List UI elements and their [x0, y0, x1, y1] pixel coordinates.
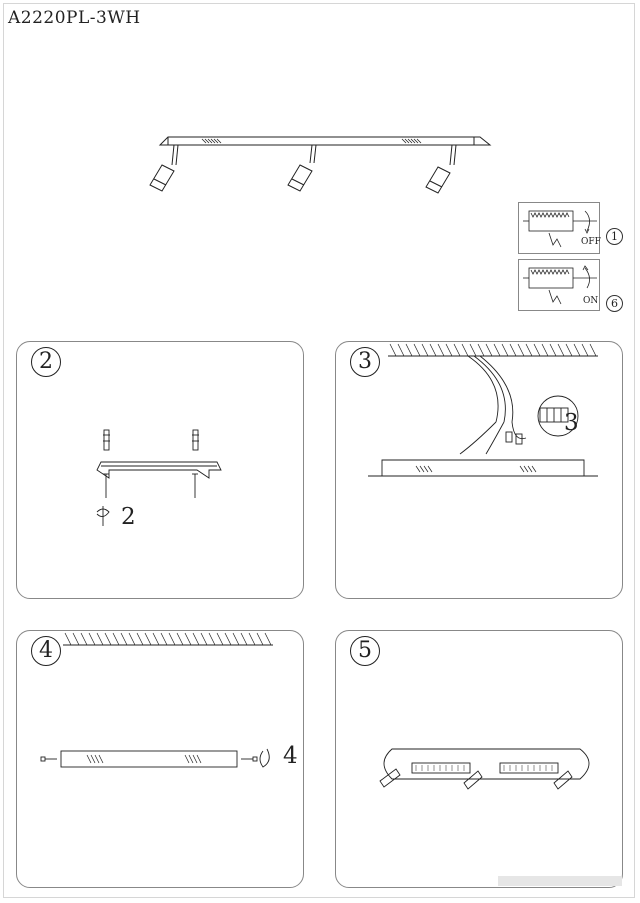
step-number: 2 — [31, 347, 61, 377]
power-on-step: 6 — [606, 295, 623, 312]
step-panel-5: 5 — [335, 630, 623, 888]
model-code: A2220PL-3WH — [8, 8, 141, 28]
plate-texture-right — [401, 138, 422, 144]
step-callout: 3 — [564, 410, 579, 436]
step-callout: 4 — [283, 743, 298, 769]
step-number: 4 — [31, 636, 61, 666]
breaker-off-icon — [523, 210, 597, 248]
step-panel-2: 2 2 — [16, 341, 304, 599]
step-number: 5 — [350, 636, 380, 666]
plate-texture-left — [201, 138, 222, 144]
power-off-diagram: OFF — [518, 202, 601, 254]
spot-lamp-1 — [149, 144, 179, 192]
ceiling-plate — [158, 136, 492, 146]
power-off-label: OFF — [581, 237, 601, 247]
fixing-screws-illustration — [40, 632, 273, 768]
breaker-on-icon — [523, 265, 597, 305]
spot-lamp-3 — [425, 144, 457, 194]
step-panel-4: 4 — [16, 630, 304, 888]
watermark-logo — [498, 876, 622, 886]
finished-fixture-illustration — [379, 748, 590, 790]
wiring-illustration — [368, 343, 598, 477]
power-off-step: 1 — [606, 228, 623, 245]
step-callout: 2 — [121, 504, 136, 530]
watermark — [498, 874, 622, 888]
product-illustration — [149, 136, 492, 194]
step-number: 3 — [350, 347, 380, 377]
page-frame — [3, 3, 635, 898]
mounting-bracket-illustration — [96, 429, 222, 526]
spot-lamp-2 — [287, 144, 317, 192]
power-on-diagram: ON — [518, 259, 600, 311]
power-on-label: ON — [583, 296, 599, 306]
step-panel-3: 3 — [335, 341, 623, 599]
